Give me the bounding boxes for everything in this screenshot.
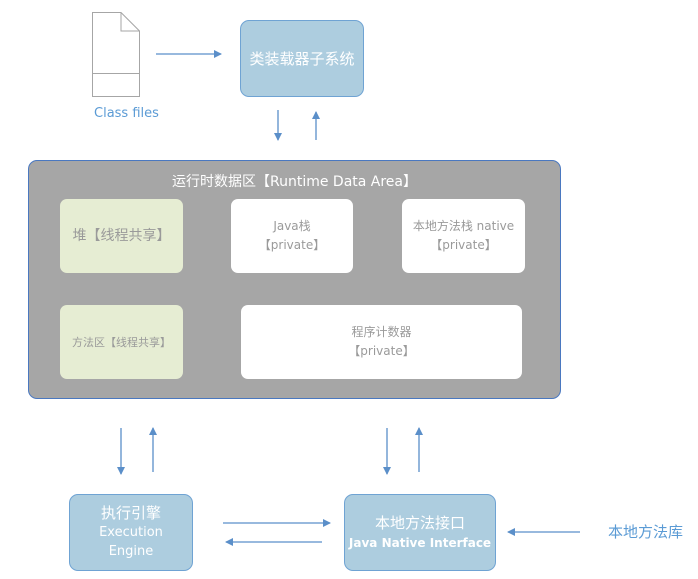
execution-engine-label-en2: Engine <box>108 544 154 559</box>
program-counter-label: 程序计数器 <box>351 325 412 339</box>
native-stack-scope: 【private】 <box>430 238 497 252</box>
jni-label-cn: 本地方法接口 <box>374 513 465 532</box>
execution-engine[interactable]: 执行引擎 Execution Engine <box>69 494 193 571</box>
runtime-data-area-title: 运行时数据区【Runtime Data Area】 <box>171 174 418 190</box>
java-stack-box[interactable]: Java栈 【private】 <box>231 199 353 273</box>
heap-box[interactable]: 堆【线程共享】 <box>60 199 183 273</box>
java-native-interface[interactable]: 本地方法接口 Java Native Interface <box>344 494 496 571</box>
java-stack-scope: 【private】 <box>258 238 326 252</box>
java-stack-label: Java栈 <box>273 219 311 233</box>
document-icon <box>92 12 140 97</box>
class-files-label: Class files <box>94 106 159 121</box>
native-stack-box[interactable]: 本地方法栈 native 【private】 <box>402 199 525 273</box>
class-file-icon <box>92 12 140 97</box>
program-counter-box[interactable]: 程序计数器 【private】 <box>241 305 522 379</box>
program-counter-scope: 【private】 <box>348 344 415 358</box>
jni-label-en: Java Native Interface <box>348 535 492 550</box>
class-loader-label: 类装载器子系统 <box>249 50 355 68</box>
native-stack-label: 本地方法栈 native <box>412 219 515 233</box>
native-library-label: 本地方法库 <box>608 523 684 541</box>
execution-engine-label-en1: Execution <box>99 525 163 540</box>
method-area-box[interactable]: 方法区【线程共享】 <box>60 305 183 379</box>
heap-label: 堆【线程共享】 <box>72 227 171 244</box>
class-loader-subsystem[interactable]: 类装载器子系统 <box>240 20 364 97</box>
method-area-label: 方法区【线程共享】 <box>72 335 171 349</box>
execution-engine-label-cn: 执行引擎 <box>100 504 161 522</box>
